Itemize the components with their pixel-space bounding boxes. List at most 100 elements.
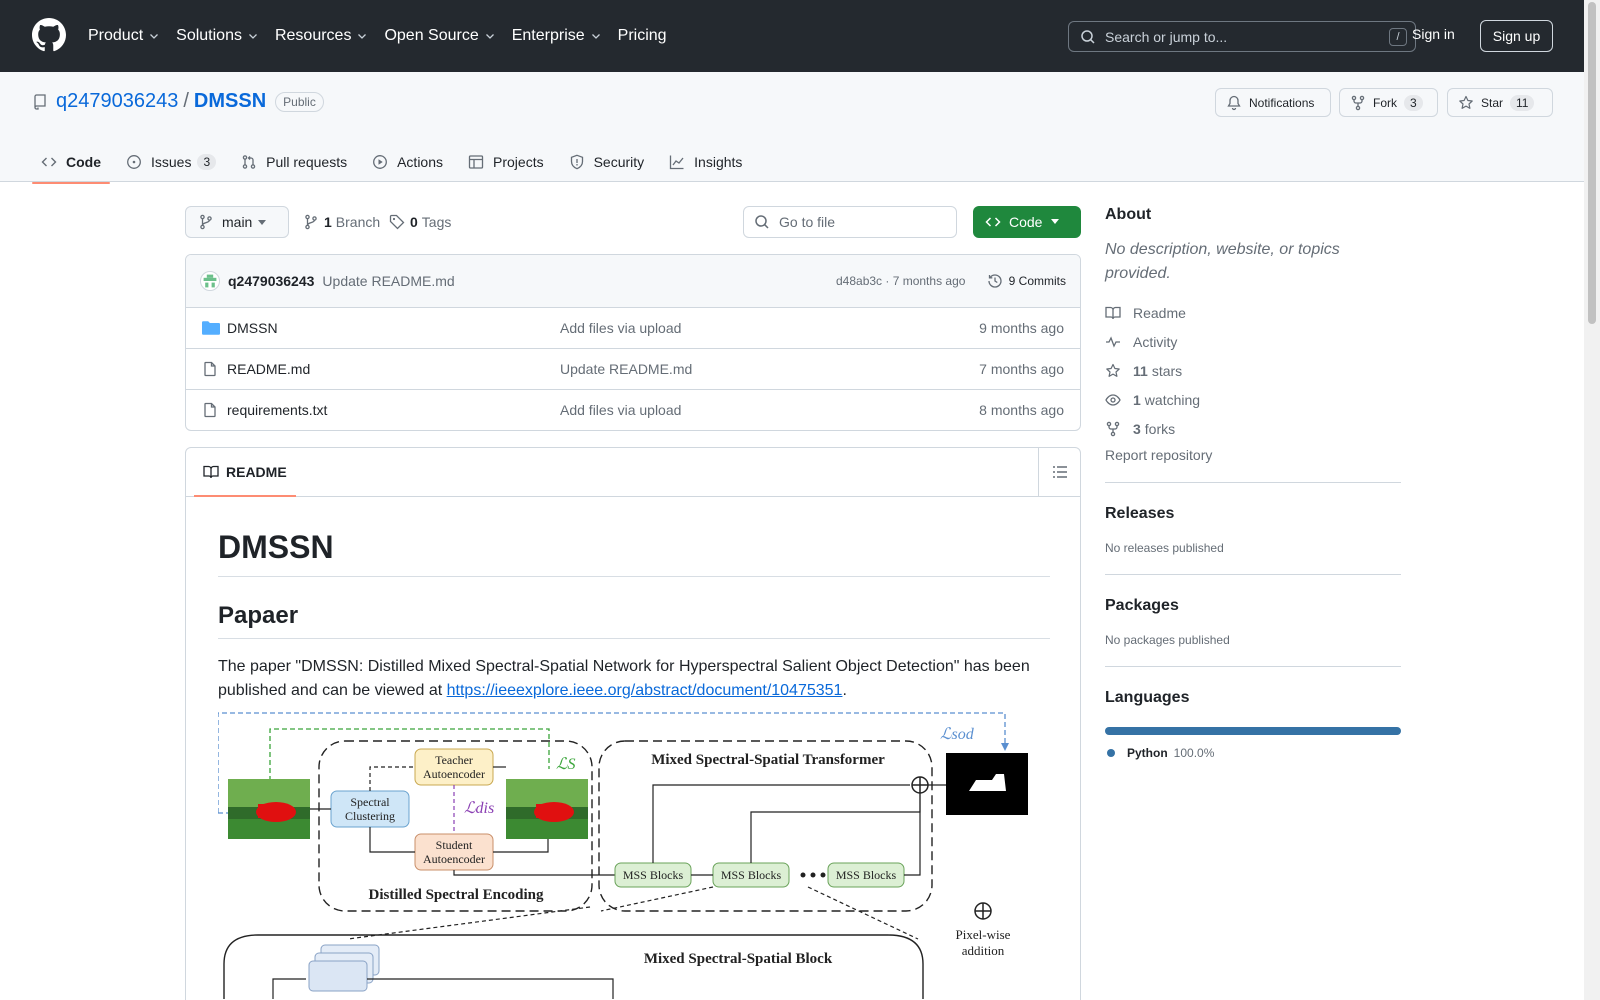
fork-button[interactable]: Fork 3 — [1339, 88, 1438, 117]
repo-owner-link[interactable]: q2479036243 — [56, 90, 179, 112]
code-dropdown-button[interactable]: Code — [973, 206, 1081, 238]
star-button[interactable]: Star 11 — [1447, 88, 1553, 117]
file-commit-time: 9 months ago — [979, 320, 1064, 336]
releases-heading[interactable]: Releases — [1105, 505, 1175, 522]
transformer-label: Mixed Spectral-Spatial Transformer — [651, 752, 885, 768]
readme-tab-label: README — [226, 464, 287, 480]
nav-open-source[interactable]: Open Source — [384, 27, 495, 45]
caret-down-icon — [258, 220, 266, 225]
file-commit-message-link[interactable]: Add files via upload — [560, 320, 682, 336]
paper-link[interactable]: https://ieeexplore.ieee.org/abstract/doc… — [446, 682, 843, 699]
readme-section-heading: Papaer — [218, 602, 1050, 639]
scrollbar-thumb[interactable] — [1588, 2, 1596, 324]
fork-count: 3 — [1404, 94, 1423, 111]
tab-label: Code — [66, 154, 101, 170]
tab-label: Security — [593, 154, 645, 170]
commit-message-link[interactable]: Update README.md — [322, 273, 455, 289]
star-label: Star — [1481, 95, 1504, 110]
student-line1: Student — [436, 838, 473, 852]
repo-name-link[interactable]: DMSSN — [193, 90, 267, 112]
code-icon — [41, 157, 57, 167]
nav-label: Solutions — [176, 27, 242, 44]
readme-tab[interactable]: README — [194, 448, 296, 497]
tab-code[interactable]: Code — [32, 142, 110, 184]
forks-link[interactable]: 3 forks — [1105, 414, 1401, 443]
global-nav: Product Solutions Resources Open Source … — [88, 0, 683, 72]
report-repository-link[interactable]: Report repository — [1105, 447, 1213, 463]
book-icon — [203, 465, 219, 479]
nav-solutions[interactable]: Solutions — [176, 27, 259, 45]
repo-separator: / — [183, 90, 189, 112]
language-percent: 100.0% — [1173, 746, 1215, 760]
chevron-down-icon — [485, 34, 494, 39]
notifications-label: Notifications — [1249, 95, 1315, 110]
tab-pull-requests[interactable]: Pull requests — [232, 142, 356, 182]
tab-actions[interactable]: Actions — [363, 142, 452, 182]
nav-product[interactable]: Product — [88, 27, 160, 45]
issue-icon — [127, 155, 141, 169]
tab-security[interactable]: Security — [560, 142, 654, 182]
identicon-icon — [203, 274, 217, 288]
loss-sod-label: ℒsod — [940, 726, 975, 743]
tab-issues[interactable]: Issues 3 — [117, 142, 225, 182]
input-image — [228, 779, 310, 839]
table-icon — [468, 155, 484, 169]
file-name-link[interactable]: requirements.txt — [227, 402, 328, 418]
about-links: Readme Activity 11 stars 1 watching 3 fo… — [1105, 298, 1401, 443]
file-name-link[interactable]: README.md — [227, 361, 311, 377]
branch-label: Branch — [335, 214, 381, 230]
branch-icon — [305, 214, 317, 230]
notifications-button[interactable]: Notifications — [1215, 88, 1331, 117]
stars-link[interactable]: 11 stars — [1105, 356, 1401, 385]
tags-link[interactable]: 0 Tags — [389, 214, 451, 230]
branch-selector[interactable]: main — [185, 206, 289, 238]
file-commit-message-link[interactable]: Add files via upload — [560, 402, 682, 418]
commits-history-link[interactable]: 9 Commits — [987, 273, 1066, 289]
branches-link[interactable]: 1 Branch — [303, 214, 380, 230]
go-to-file-input[interactable]: Go to file — [743, 206, 957, 238]
tab-insights[interactable]: Insights — [660, 142, 751, 182]
visibility-badge: Public — [275, 91, 324, 112]
nav-enterprise[interactable]: Enterprise — [512, 27, 602, 45]
history-icon — [988, 274, 1002, 288]
bell-icon — [1227, 95, 1241, 110]
language-name: Python — [1127, 746, 1168, 760]
commit-author-link[interactable]: q2479036243 — [228, 273, 315, 289]
encoding-label: Distilled Spectral Encoding — [368, 887, 544, 903]
file-row[interactable]: README.md Update README.md 7 months ago — [186, 349, 1080, 390]
side-item-label: watching — [1144, 391, 1201, 408]
list-unordered-icon — [1052, 466, 1067, 478]
file-row[interactable]: DMSSN Add files via upload 9 months ago — [186, 308, 1080, 349]
tab-projects[interactable]: Projects — [459, 142, 553, 182]
watching-link[interactable]: 1 watching — [1105, 385, 1401, 414]
commit-meta[interactable]: d48ab3c · 7 months ago — [836, 274, 966, 288]
avatar[interactable] — [200, 271, 220, 291]
file-name-link[interactable]: DMSSN — [227, 320, 278, 336]
language-item[interactable]: Python 100.0% — [1107, 746, 1401, 760]
tab-label: Projects — [493, 154, 544, 170]
loss-s-label: ℒS — [556, 756, 576, 773]
nav-pricing[interactable]: Pricing — [618, 27, 667, 45]
readme-link[interactable]: Readme — [1105, 298, 1401, 327]
repo-header: q2479036243 / DMSSN Public Notifications… — [0, 72, 1584, 184]
file-commit-message-link[interactable]: Update README.md — [560, 361, 693, 377]
github-logo-icon[interactable] — [32, 18, 66, 52]
repo-sidebar: About No description, website, or topics… — [1105, 206, 1401, 760]
nav-label: Enterprise — [511, 27, 585, 44]
outline-button[interactable] — [1038, 448, 1080, 496]
readme-content: DMSSN Papaer The paper "DMSSN: Distilled… — [218, 497, 1050, 999]
loss-dis-label: ℒdis — [464, 800, 494, 817]
packages-heading[interactable]: Packages — [1105, 597, 1179, 614]
search-placeholder: Search or jump to... — [1105, 28, 1228, 45]
nav-resources[interactable]: Resources — [275, 27, 368, 45]
search-input[interactable]: Search or jump to... / — [1068, 21, 1416, 52]
star-icon — [1106, 363, 1120, 377]
file-row[interactable]: requirements.txt Add files via upload 8 … — [186, 390, 1080, 430]
tab-label: Actions — [397, 154, 444, 170]
page-scrollbar[interactable] — [1584, 0, 1600, 1000]
sign-up-button[interactable]: Sign up — [1480, 20, 1553, 52]
releases-section: Releases No releases published — [1105, 482, 1401, 555]
activity-link[interactable]: Activity — [1105, 327, 1401, 356]
fork-icon — [1106, 421, 1120, 436]
sign-in-link[interactable]: Sign in — [1412, 26, 1455, 42]
